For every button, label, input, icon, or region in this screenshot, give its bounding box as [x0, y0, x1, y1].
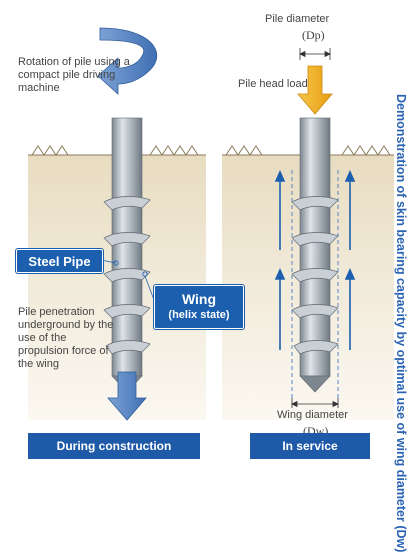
- pile-right: [291, 117, 339, 393]
- wing-diameter-dimension: [291, 398, 339, 408]
- wing-diameter-guides: [291, 170, 339, 398]
- helix-wing-right: [291, 196, 339, 355]
- skin-bearing-capacity-caption: Demonstration of skin bearing capacity b…: [394, 94, 408, 552]
- diagram-canvas: [28, 27, 394, 421]
- steel-pipe-label: Steel Pipe: [16, 249, 103, 273]
- rotation-text: Rotation of pile using a compact pile dr…: [18, 56, 130, 94]
- footer-during-construction: During construction: [28, 433, 200, 459]
- pile-left: [103, 117, 151, 393]
- wing-diameter-label: Wing diameter: [277, 409, 348, 421]
- rotation-arrow: [97, 27, 158, 95]
- penetration-text: Pile penetration underground by the use …: [18, 306, 114, 370]
- pile-diameter-symbol: (Dp): [302, 28, 325, 42]
- pile-head-load-label: Pile head load: [238, 78, 308, 90]
- pile-diameter-dimension: [299, 48, 331, 60]
- pile-head-load-arrow: [297, 65, 333, 115]
- wing-label: Wing: [181, 291, 217, 307]
- helix-wing-left: [103, 196, 151, 355]
- wing-sub-label: (helix state): [168, 309, 230, 321]
- wing-label-box: Wing (helix state): [154, 285, 244, 329]
- penetration-arrow: [107, 371, 147, 421]
- footer-in-service: In service: [250, 433, 370, 459]
- pile-diameter-label: Pile diameter: [265, 13, 330, 25]
- skin-friction-arrows: [274, 170, 356, 350]
